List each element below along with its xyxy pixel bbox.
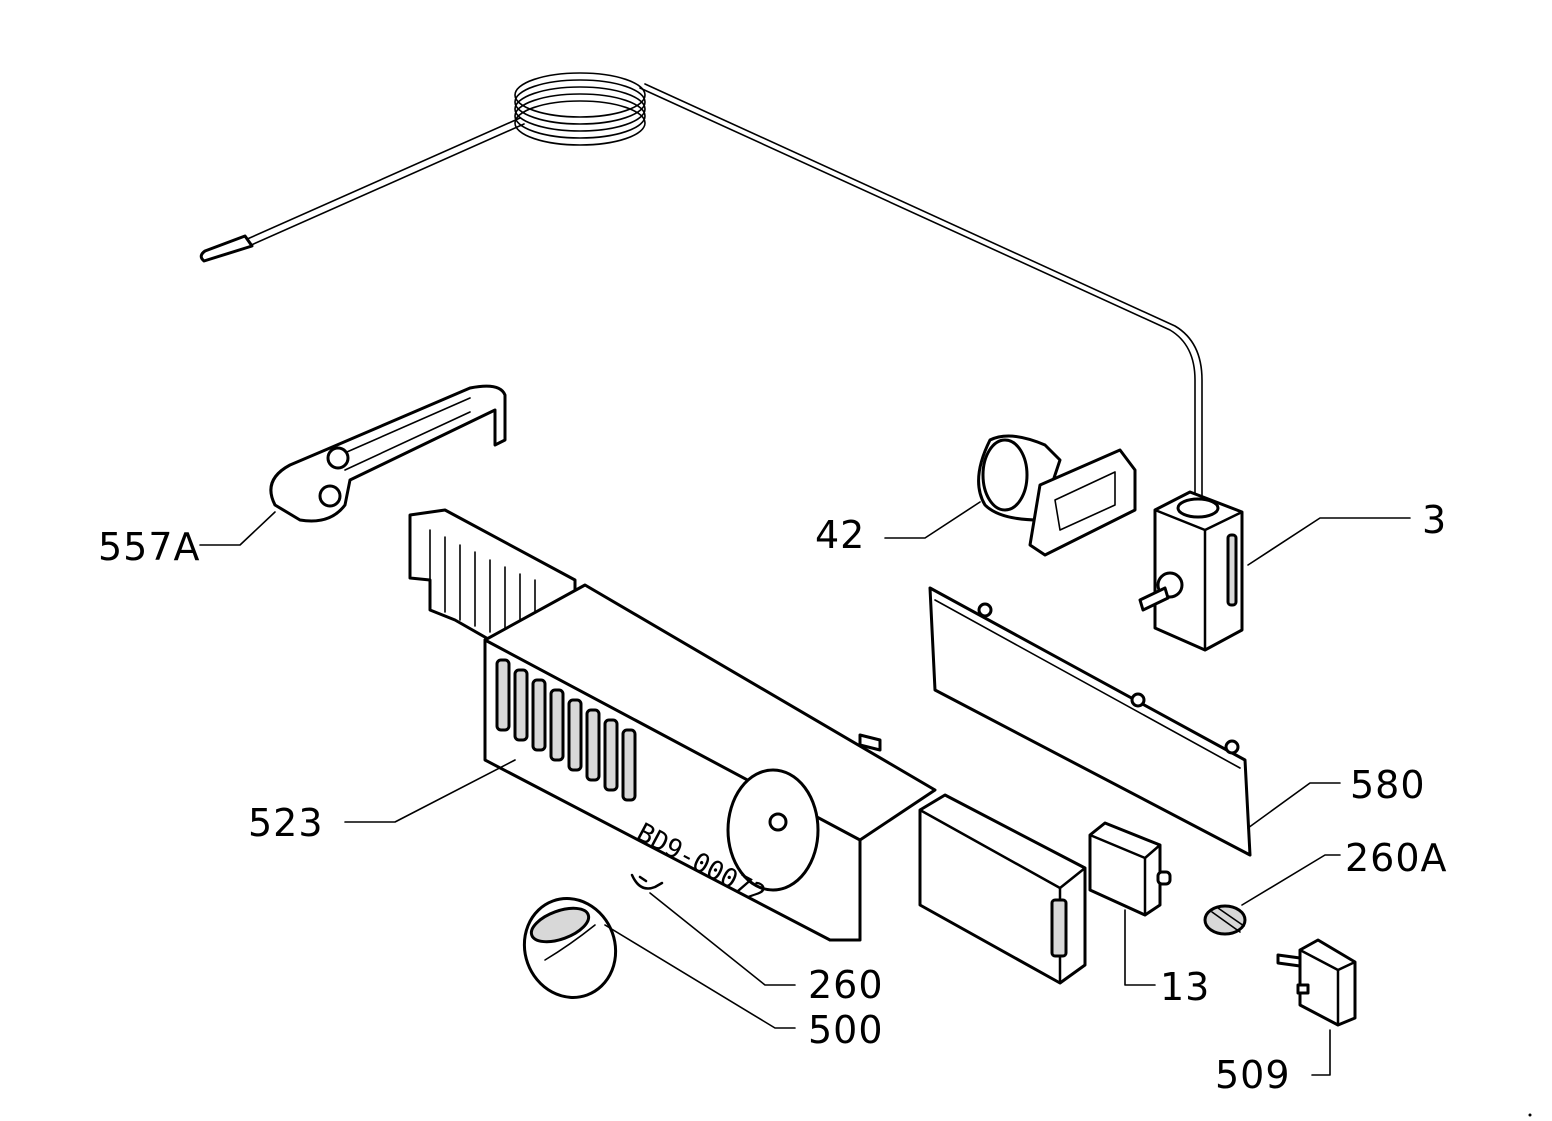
circuit-plate-580 bbox=[928, 586, 1252, 857]
label-3: 3 bbox=[1422, 498, 1447, 542]
spring-260a bbox=[1203, 904, 1247, 936]
corner-dot bbox=[1528, 1113, 1532, 1117]
label-500: 500 bbox=[808, 1008, 884, 1052]
thermostat-housing-523 bbox=[408, 508, 937, 942]
connector-509 bbox=[1276, 938, 1357, 1027]
label-260: 260 bbox=[808, 963, 884, 1007]
label-509: 509 bbox=[1215, 1053, 1291, 1097]
small-switch-13 bbox=[1088, 821, 1172, 917]
clip-260 bbox=[630, 873, 664, 890]
label-13: 13 bbox=[1160, 965, 1210, 1009]
thermostat-switch-3 bbox=[1138, 490, 1244, 652]
label-260a: 260A bbox=[1345, 836, 1448, 880]
control-knob-500 bbox=[522, 897, 618, 999]
label-580: 580 bbox=[1350, 763, 1426, 807]
label-523: 523 bbox=[248, 801, 324, 845]
leader-lines bbox=[199, 501, 1411, 1076]
label-42: 42 bbox=[815, 513, 865, 557]
control-module bbox=[918, 793, 1087, 985]
lever-bracket-557a bbox=[269, 384, 507, 523]
label-557a: 557A bbox=[98, 525, 201, 569]
lamp-holder-42 bbox=[977, 434, 1137, 557]
capillary-tube bbox=[199, 72, 1203, 506]
